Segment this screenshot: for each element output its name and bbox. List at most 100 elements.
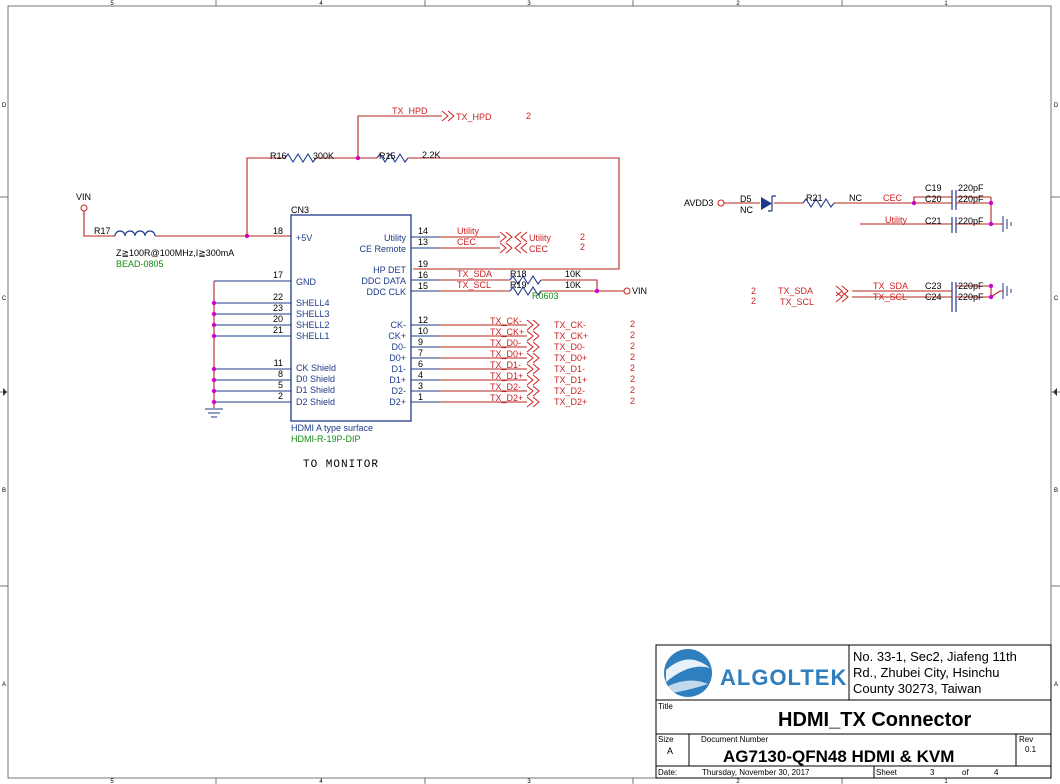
resistor-r18-icon xyxy=(509,274,542,286)
pin-name: CK+ xyxy=(388,331,406,341)
frame-row-label: D xyxy=(2,103,7,109)
sheet-ref: 2 xyxy=(630,319,635,329)
offpage-port-icon xyxy=(499,231,513,243)
frame-row-label: C xyxy=(2,296,7,302)
sheet-ref: 2 xyxy=(580,242,585,252)
net-label: TX_D2- xyxy=(490,382,521,392)
avdd-label: AVDD3 xyxy=(684,198,713,208)
frame-col-label: 5 xyxy=(110,779,114,784)
net-label: TX_CK- xyxy=(490,316,522,326)
pin-name: D2- xyxy=(391,386,406,396)
c24-ref: C24 xyxy=(925,292,942,302)
frame-row-label: B xyxy=(2,488,6,494)
date-label: Date: xyxy=(658,768,677,777)
pin-name: CE Remote xyxy=(359,244,406,254)
scl-port-label: TX_SCL xyxy=(780,297,814,307)
resistor-r16-icon xyxy=(284,152,317,164)
pin-name: D2+ xyxy=(389,397,406,407)
filter-section: AVDD3 D5 NC R21 NC CEC Utility C19 220pF… xyxy=(684,183,1012,312)
pin-number: 5 xyxy=(278,380,283,390)
pin-name: D0+ xyxy=(389,353,406,363)
port-label: Utility xyxy=(529,233,551,243)
sheet-ref: 2 xyxy=(630,363,635,373)
cn3-ref: CN3 xyxy=(291,205,309,215)
offpage-port-icon xyxy=(526,352,540,364)
vin-r17-group: VIN R17 Z≧100R@100MHz,I≧300mA BEAD-0805 xyxy=(76,192,291,269)
sheet-total: 4 xyxy=(994,768,999,777)
c24-value: 220pF xyxy=(958,292,984,302)
sheet-ref: 2 xyxy=(630,330,635,340)
port-label: TX_D2- xyxy=(554,386,585,396)
scl-net: TX_SCL xyxy=(873,292,907,302)
pin-number: 13 xyxy=(418,237,428,247)
offpage-port-icon xyxy=(526,341,540,353)
sheet-ref: 2 xyxy=(751,286,756,296)
capacitor-icon xyxy=(951,282,957,312)
frame-row-label: B xyxy=(1054,488,1058,494)
r19-value: 10K xyxy=(565,280,581,290)
sheet-ref: 2 xyxy=(630,374,635,384)
pin-name: +5V xyxy=(296,233,312,243)
port-label: TX_D0- xyxy=(554,342,585,352)
pin-name: D0- xyxy=(391,342,406,352)
ground-icon xyxy=(1002,283,1012,299)
pin-number: 12 xyxy=(418,315,428,325)
d5-value: NC xyxy=(740,205,753,215)
cn3-footprint: HDMI-R-19P-DIP xyxy=(291,434,361,444)
rev-value: 0.1 xyxy=(1025,745,1037,754)
cn3-body xyxy=(290,214,412,422)
avdd-port-icon xyxy=(717,199,725,207)
sheet-label: Sheet xyxy=(876,768,898,777)
net-label: TX_D1+ xyxy=(490,371,523,381)
offpage-port-icon xyxy=(526,374,540,386)
junction-dot xyxy=(988,200,994,206)
offpage-port-icon xyxy=(835,291,849,303)
frame-row-label: C xyxy=(1054,296,1059,302)
net-label: CEC xyxy=(457,237,477,247)
company-name: ALGOLTEK xyxy=(720,665,847,690)
r16-value: 300K xyxy=(313,151,334,161)
pin-name: SHELL4 xyxy=(296,298,330,308)
r15-value: 2.2K xyxy=(422,150,441,160)
cn3-caption: TO MONITOR xyxy=(303,459,379,471)
pin-number: 16 xyxy=(418,270,428,280)
cec-net: CEC xyxy=(883,193,903,203)
pin-number: 7 xyxy=(418,348,423,358)
r21-value: NC xyxy=(849,193,862,203)
r17-spec: Z≧100R@100MHz,I≧300mA xyxy=(116,248,234,258)
sda-net: TX_SDA xyxy=(873,281,908,291)
pin-number: 20 xyxy=(273,314,283,324)
pin-number: 23 xyxy=(273,303,283,313)
pin-number: 14 xyxy=(418,226,428,236)
frame-col-label: 1 xyxy=(944,1,948,7)
vin-port-icon xyxy=(623,287,631,295)
sheet-ref: 2 xyxy=(630,396,635,406)
net-label: TX_D0+ xyxy=(490,349,523,359)
hpd-network: R16 300K R15 2.2K TX_HPD TX_HPD 2 xyxy=(246,106,620,270)
pin-name: DDC CLK xyxy=(366,287,406,297)
pin-name: SHELL3 xyxy=(296,309,330,319)
frame-col-label: 3 xyxy=(527,1,531,7)
pin-name: D1- xyxy=(391,364,406,374)
pin-number: 6 xyxy=(418,359,423,369)
pin-name: D0 Shield xyxy=(296,374,335,384)
size-value: A xyxy=(667,746,673,756)
sheet-ref: 2 xyxy=(630,341,635,351)
resistor-r21-icon xyxy=(802,197,835,209)
offpage-port-icon xyxy=(514,231,528,243)
offpage-port-icon xyxy=(441,110,455,122)
net-label: TX_D2+ xyxy=(490,393,523,403)
pin-name: D2 Shield xyxy=(296,397,335,407)
net-label: TX_SCL xyxy=(457,280,491,290)
pin-name: GND xyxy=(296,277,317,287)
net-label: TX_CK+ xyxy=(490,327,524,337)
r16-ref: R16 xyxy=(270,151,287,161)
cn3-connector: CN3 HDMI A type surface HDMI-R-19P-DIP T… xyxy=(205,205,647,471)
port-label: TX_D1+ xyxy=(554,375,587,385)
pin-number: 17 xyxy=(273,270,283,280)
pin-number: 15 xyxy=(418,281,428,291)
docnum-label: Document Number xyxy=(701,735,768,744)
r21-ref: R21 xyxy=(806,193,823,203)
